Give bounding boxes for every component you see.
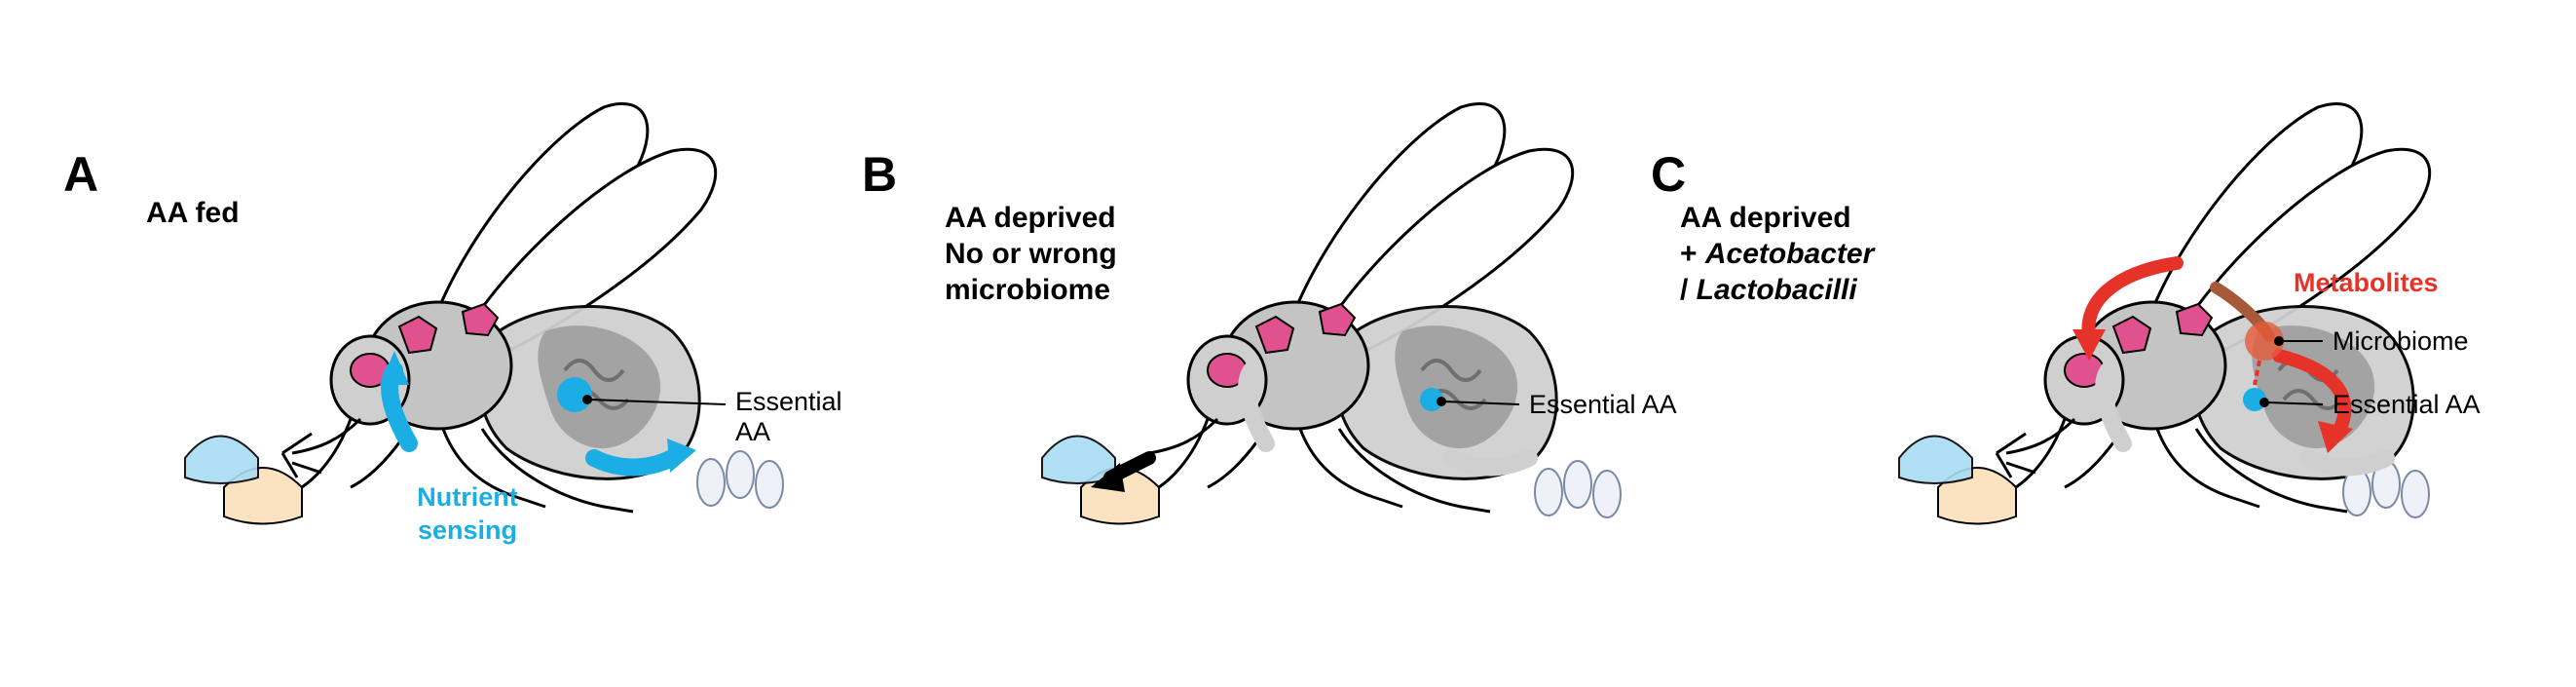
essential-aa-cluster (1420, 388, 1443, 411)
fly-illustration-b (1040, 101, 1622, 526)
nutrient-sensing-label: Nutrient sensing (417, 482, 518, 545)
panel-label-a: A (63, 147, 99, 202)
microbiome-label: Microbiome (2333, 326, 2469, 356)
panel-label-c: C (1651, 147, 1687, 202)
essential-aa-label-b: Essential AA (1529, 390, 1677, 419)
condition-title-b: AA deprived No or wrong microbiome (945, 202, 1117, 306)
condition-title-a: AA fed (146, 197, 240, 229)
essential-aa-label-a: Essential AA (735, 387, 842, 446)
fly-illustration-a (183, 101, 784, 526)
panel-a: A AA fed Essential AA Nutrient sensing (0, 0, 857, 687)
essential-aa-cluster (557, 377, 592, 412)
panel-b: B AA deprived No or wrong microbiome Ess… (857, 0, 1714, 687)
condition-title-c: AA deprived + Acetobacter / Lactobacilli (1680, 202, 1875, 306)
nutrient-arrow-right (585, 449, 681, 477)
panel-label-b: B (862, 147, 898, 202)
fly-illustration-c (1897, 101, 2432, 526)
metabolite-arrow-head (2081, 256, 2184, 343)
panel-c: C AA deprived + Acetobacter / Lactobacil… (1651, 0, 2571, 687)
microbiome-cluster (2245, 322, 2284, 361)
metabolites-label: Metabolites (2294, 268, 2439, 297)
metabolite-arrow-body (2272, 349, 2352, 440)
essential-aa-label-c: Essential AA (2333, 390, 2481, 419)
